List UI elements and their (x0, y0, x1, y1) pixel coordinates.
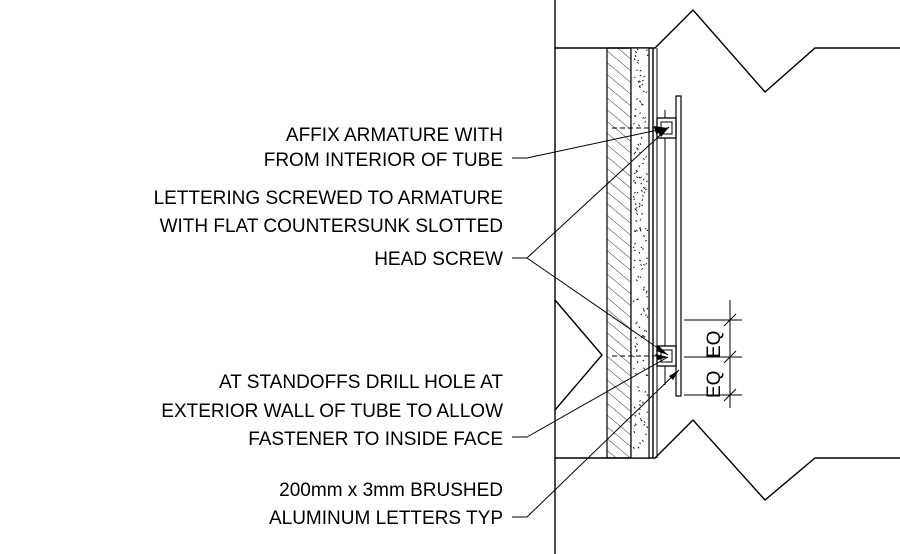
note-line: AFFIX ARMATURE WITH (286, 125, 503, 146)
insulation-layer (630, 47, 650, 459)
dim-eq-upper: EQ (704, 331, 725, 358)
leader-arrowheads (654, 126, 679, 380)
wall-facing (652, 48, 658, 458)
note-line: AT STANDOFFS DRILL HOLE AT (219, 372, 503, 393)
note-lettering: LETTERING SCREWED TO ARMATURE WITH FLAT … (154, 188, 503, 270)
note-armature: AFFIX ARMATURE WITH FROM INTERIOR OF TUB… (264, 125, 503, 171)
note-letters: 200mm x 3mm BRUSHED ALUMINUM LETTERS TYP (269, 480, 503, 529)
note-line: WITH FLAT COUNTERSUNK SLOTTED (160, 216, 503, 237)
note-line: HEAD SCREW (374, 249, 503, 270)
note-standoffs: AT STANDOFFS DRILL HOLE AT EXTERIOR WALL… (161, 372, 503, 450)
dim-eq-lower: EQ (704, 371, 725, 398)
masonry-layer (606, 47, 632, 459)
note-line: LETTERING SCREWED TO ARMATURE (154, 188, 503, 209)
note-line: 200mm x 3mm BRUSHED (279, 480, 503, 501)
note-line: FROM INTERIOR OF TUBE (264, 150, 503, 171)
leader-lines (512, 126, 680, 518)
note-line: ALUMINUM LETTERS TYP (269, 508, 503, 529)
note-line: EXTERIOR WALL OF TUBE TO ALLOW (161, 401, 503, 422)
aluminum-letter-panel (664, 95, 682, 397)
dimension-string: EQ EQ (684, 300, 742, 408)
note-line: FASTENER TO INSIDE FACE (248, 429, 503, 450)
